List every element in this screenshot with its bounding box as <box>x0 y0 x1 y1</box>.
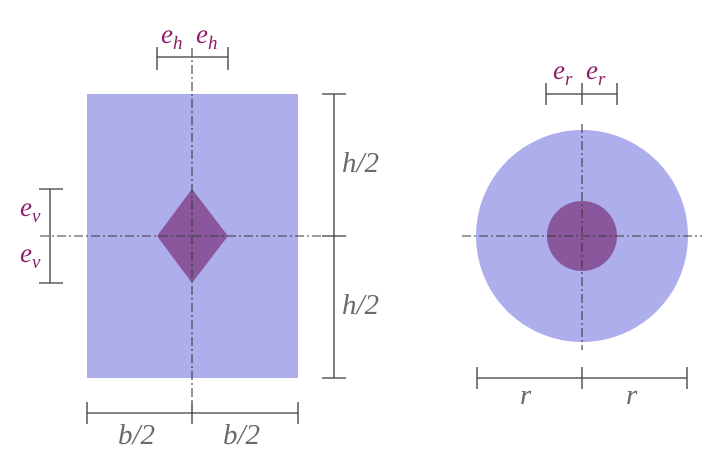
ev-label-bottom: ev <box>20 238 41 273</box>
rectangular-section: eh eh ev ev h/2 h/2 <box>20 19 379 451</box>
radius-label-right: r <box>626 379 638 411</box>
er-dimension <box>545 83 618 105</box>
width-dimension <box>86 402 299 424</box>
half-height-label-top: h/2 <box>342 147 379 179</box>
half-width-label-right: b/2 <box>223 419 260 451</box>
ev-dimension <box>39 188 63 284</box>
eh-label-right: eh <box>196 19 217 54</box>
ev-label-top: ev <box>20 192 41 227</box>
half-height-label-bottom: h/2 <box>342 289 379 321</box>
eh-dimension <box>156 47 229 70</box>
circular-section: er er r r <box>462 55 702 411</box>
er-label-left: er <box>553 55 573 90</box>
half-width-label-left: b/2 <box>118 419 155 451</box>
er-label-right: er <box>586 55 606 90</box>
radius-label-left: r <box>520 379 532 411</box>
height-dimension <box>322 93 346 379</box>
radius-dimension <box>476 367 688 389</box>
eh-label-left: eh <box>161 19 182 54</box>
